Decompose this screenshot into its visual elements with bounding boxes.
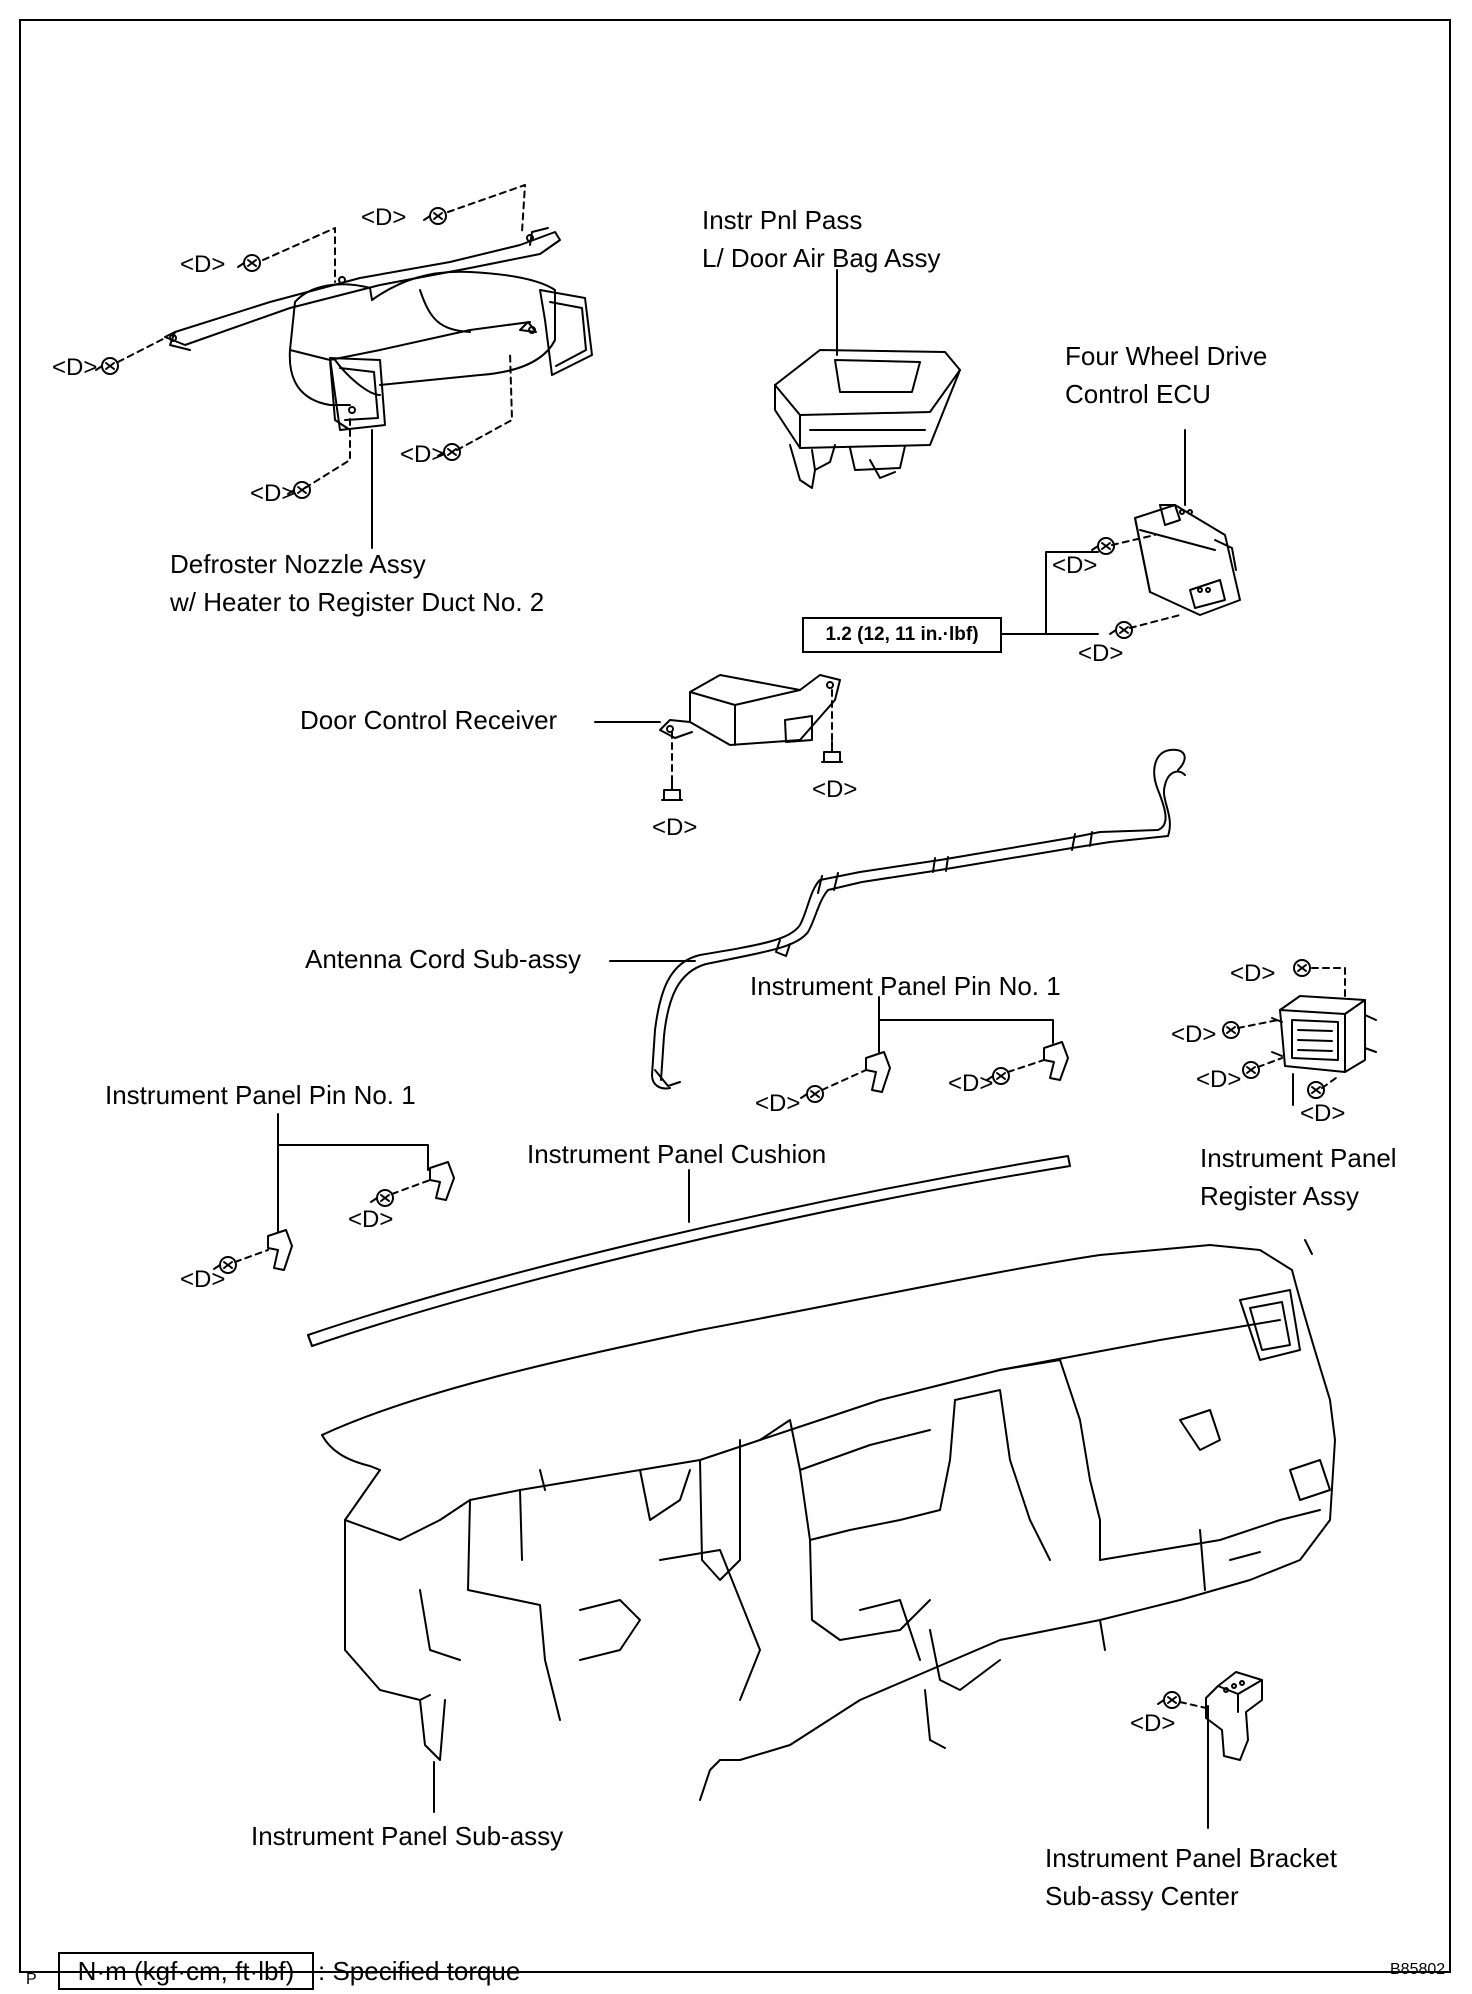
corner-mark: P: [26, 1971, 37, 1988]
4wd-ecu-screw-leaders: [1111, 534, 1181, 629]
fastener-tag: <D>: [250, 480, 296, 507]
pin-left-screw-leaders: [234, 1179, 431, 1263]
door-control-receiver-label: Door Control Receiver: [300, 705, 558, 735]
4wd-ecu-label-line2: Control ECU: [1065, 379, 1211, 409]
pin-right-screw-leaders: [821, 1059, 1045, 1091]
defroster-screw-leaders: [117, 184, 526, 489]
airbag-drawing: [774, 349, 961, 489]
figure-id: B85802: [1390, 1961, 1446, 1978]
fastener-tag: <D>: [348, 1206, 394, 1233]
fastener-tag: <D>: [1230, 960, 1276, 987]
antenna-cord-label: Antenna Cord Sub-assy: [305, 944, 582, 974]
door-control-receiver-drawing: [659, 674, 841, 746]
bracket-screw-leader: [1179, 1701, 1207, 1709]
fastener-tag: <D>: [755, 1090, 801, 1117]
bracket-drawing: [1205, 1671, 1263, 1761]
legend-text: : Specified torque: [318, 1956, 521, 1986]
defroster-label-line1: Defroster Nozzle Assy: [170, 549, 426, 579]
pin-no1-right-label: Instrument Panel Pin No. 1: [750, 971, 1061, 1001]
4wd-ecu-label-line1: Four Wheel Drive: [1065, 341, 1268, 371]
fastener-tag: <D>: [1196, 1066, 1242, 1093]
fastener-tag: <D>: [1300, 1100, 1346, 1127]
defroster-label-line2: w/ Heater to Register Duct No. 2: [170, 587, 545, 617]
pin-right-bracket: [878, 996, 1054, 1053]
register-assy-drawing: [1271, 995, 1377, 1073]
cushion-drawing: [307, 1155, 1071, 1347]
pin-right-parts: [865, 1041, 1069, 1093]
4wd-ecu-drawing: [1134, 504, 1241, 616]
instrument-panel-drawing: [321, 1239, 1336, 1801]
airbag-label-line2: L/ Door Air Bag Assy: [702, 243, 941, 273]
fastener-tag: <D>: [361, 204, 407, 231]
receiver-screws: [661, 741, 843, 801]
bracket-screw: [1157, 1691, 1181, 1709]
fastener-tag: <D>: [948, 1070, 994, 1097]
fastener-tag: <D>: [180, 1266, 226, 1293]
fastener-tag: <D>: [400, 441, 446, 468]
torque-bracket: [1045, 551, 1099, 635]
pin-left-bracket: [277, 1113, 429, 1233]
register-screws: [1222, 959, 1325, 1099]
register-label-line2: Register Assy: [1200, 1181, 1359, 1211]
fastener-tag: <D>: [1130, 1710, 1176, 1737]
pin-left-screws: [213, 1189, 394, 1274]
airbag-label-line1: Instr Pnl Pass: [702, 205, 863, 235]
diagram-frame: [19, 19, 1451, 1973]
fastener-tag: <D>: [1171, 1021, 1217, 1048]
torque-spec-box: 1.2 (12, 11 in.·lbf): [802, 617, 1002, 653]
register-label-line1: Instrument Panel: [1200, 1143, 1397, 1173]
fastener-tag: <D>: [1078, 640, 1124, 667]
register-screw-leaders: [1237, 967, 1346, 1089]
fastener-tag: <D>: [652, 814, 698, 841]
fastener-tag: <D>: [180, 251, 226, 278]
sub-assy-label: Instrument Panel Sub-assy: [251, 1821, 564, 1851]
fastener-tag: <D>: [1052, 552, 1098, 579]
pin-left-parts: [267, 1161, 455, 1271]
cushion-label: Instrument Panel Cushion: [527, 1139, 827, 1169]
antenna-cord-drawing: [651, 748, 1186, 1090]
receiver-screw-leaders: [671, 689, 833, 781]
defroster-nozzle-drawing: [164, 227, 593, 431]
fastener-tag: <D>: [812, 776, 858, 803]
4wd-ecu-screws: [1091, 537, 1133, 639]
defroster-screws: [95, 207, 461, 499]
fastener-tag: <D>: [52, 354, 98, 381]
bracket-label-line2: Sub-assy Center: [1045, 1881, 1239, 1911]
torque-unit-legend: N·m (kgf·cm, ft·lbf): [58, 1952, 314, 1990]
pin-right-screws: [800, 1067, 1010, 1103]
pin-no1-left-label: Instrument Panel Pin No. 1: [105, 1080, 416, 1110]
bracket-label-line1: Instrument Panel Bracket: [1045, 1843, 1337, 1873]
